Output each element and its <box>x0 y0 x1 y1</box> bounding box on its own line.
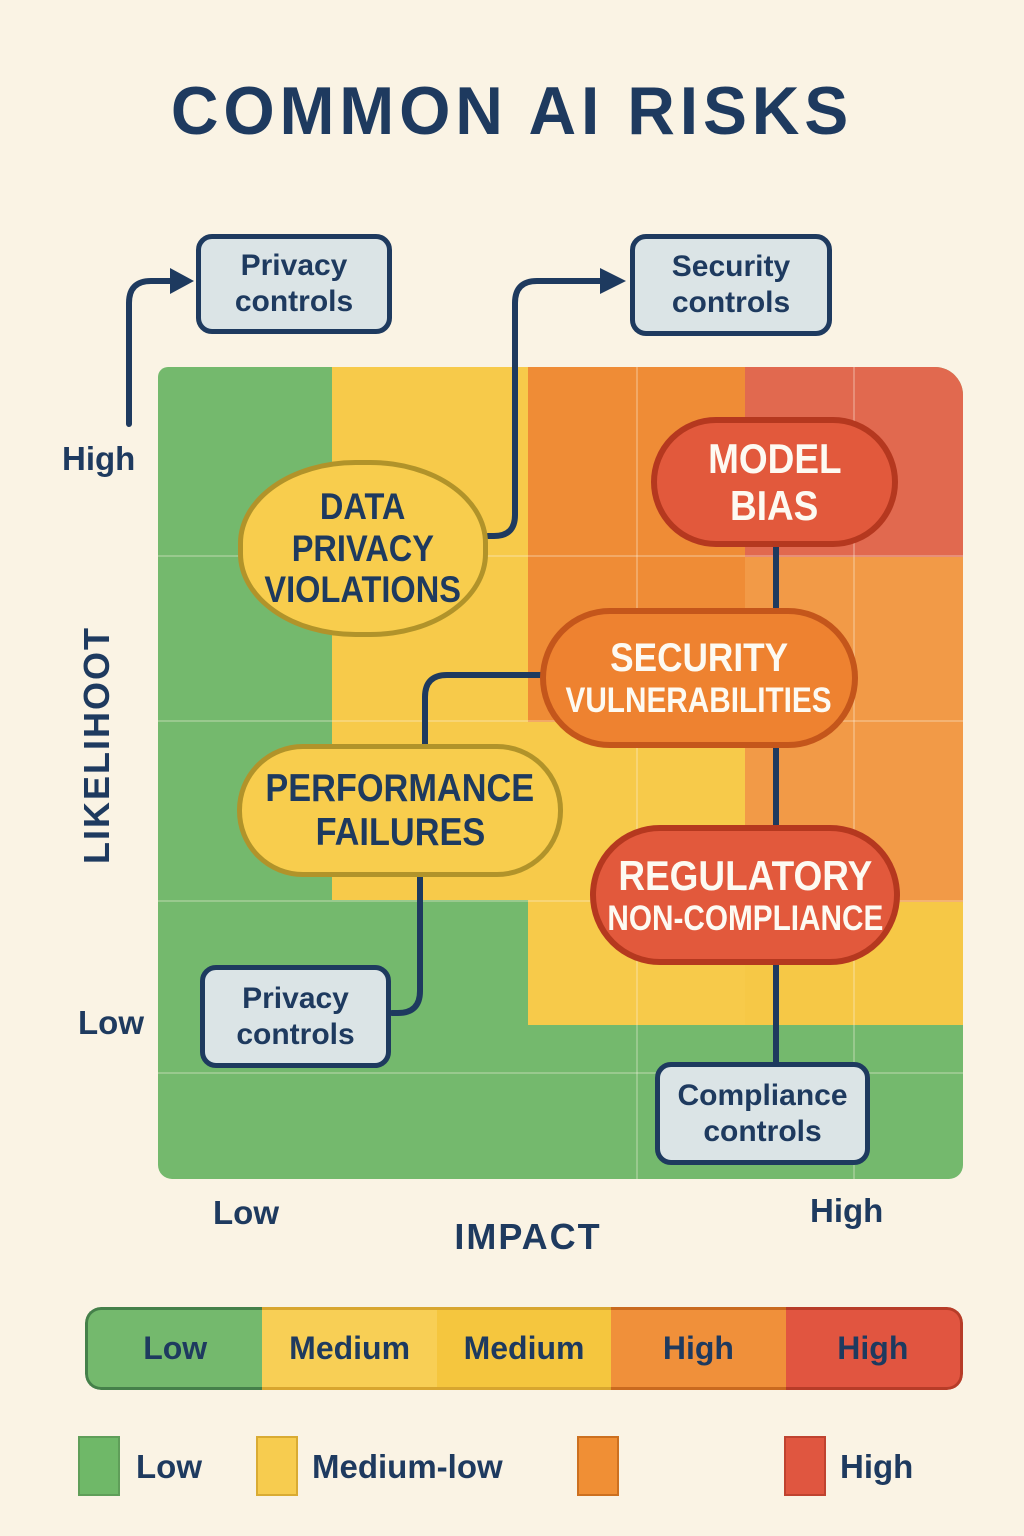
risk-level-color-bar: Low Medium Medium High High <box>85 1307 963 1390</box>
swatch-low-label: Low <box>136 1448 202 1485</box>
legend-segment-medium-2: Medium <box>436 1307 612 1390</box>
control-label-line: Privacy <box>242 981 349 1015</box>
legend-segment-high-1: High <box>611 1307 786 1390</box>
y-axis-low-label: Low <box>78 1004 144 1041</box>
privacy-controls-box-top: Privacy controls <box>196 234 392 334</box>
grid-line <box>853 367 855 1179</box>
control-label-line: controls <box>671 286 791 319</box>
risk-label-line: DATA <box>320 486 406 528</box>
swatch-high-label: High <box>840 1448 914 1485</box>
risk-label-line: FAILURES <box>315 810 485 854</box>
risk-label-line: SECURITY <box>610 636 788 680</box>
control-label-line: Compliance <box>677 1078 848 1112</box>
security-controls-box: Security controls <box>630 234 832 336</box>
control-label-line: controls <box>236 1017 355 1051</box>
arrowhead-privacy-top <box>170 268 194 294</box>
swatch-medium-high <box>577 1436 619 1496</box>
risk-label-line: NON-COMPLIANCE <box>606 898 884 938</box>
risk-bubble-performance-failures: PERFORMANCE FAILURES <box>237 744 563 877</box>
risk-label-line: REGULATORY <box>618 851 872 899</box>
risk-label-line: PERFORMANCE <box>265 766 535 810</box>
grid-line <box>158 555 963 557</box>
legend-segment-low: Low <box>85 1307 263 1390</box>
page-title: COMMON AI RISKS <box>170 73 854 149</box>
control-label-line: Privacy <box>240 249 348 282</box>
swatch-medium-low-label: Medium-low <box>312 1448 503 1485</box>
risk-bubble-security-vulnerabilities: SECURITY VULNERABILITIES <box>540 608 858 748</box>
privacy-controls-box-bottom: Privacy controls <box>200 965 391 1068</box>
risk-label-line: BIAS <box>730 482 819 529</box>
control-label-line: Security <box>671 250 791 283</box>
x-axis-low-label: Low <box>213 1194 279 1231</box>
swatch-high <box>784 1436 826 1496</box>
risk-label-line: MODEL <box>707 434 842 482</box>
compliance-controls-box: Compliance controls <box>655 1062 870 1165</box>
control-label-line: controls <box>703 1114 822 1148</box>
grid-line <box>636 367 638 1179</box>
risk-bubble-regulatory-non-compliance: REGULATORY NON-COMPLIANCE <box>590 825 900 965</box>
x-axis-title: IMPACT <box>454 1216 602 1257</box>
grid-line <box>158 1072 963 1074</box>
x-axis-high-label: High <box>810 1192 884 1229</box>
y-axis-high-label: High <box>62 440 136 477</box>
swatch-low <box>78 1436 120 1496</box>
y-axis-title: LIKELIHOOT <box>76 626 117 864</box>
legend-segment-medium-1: Medium <box>262 1307 437 1390</box>
swatch-medium-low <box>256 1436 298 1496</box>
control-label-line: controls <box>234 285 354 318</box>
arrowhead-security-top <box>600 268 626 294</box>
legend-segment-high-2: High <box>785 1307 963 1390</box>
risk-label-line: PRIVACY <box>291 527 435 569</box>
risk-bubble-model-bias: MODEL BIAS <box>651 417 898 547</box>
risk-label-line: VULNERABILITIES <box>565 680 833 720</box>
risk-label-line: VIOLATIONS <box>264 569 462 611</box>
risk-bubble-data-privacy-violations: DATA PRIVACY VIOLATIONS <box>238 460 488 637</box>
grid-line <box>158 900 963 902</box>
